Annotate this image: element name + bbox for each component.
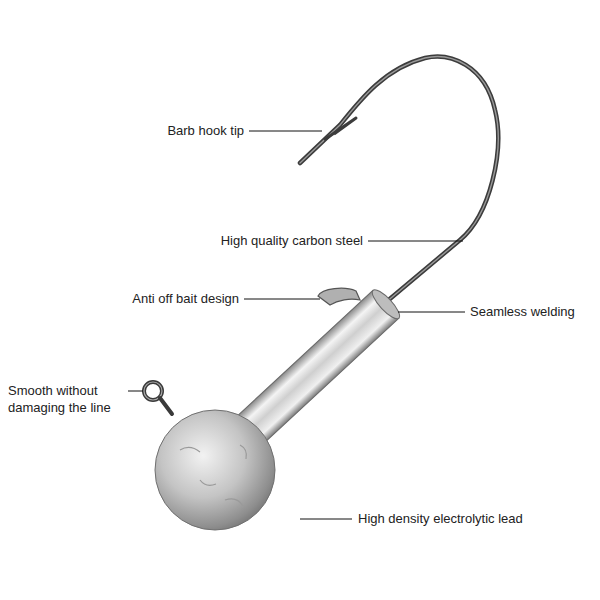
bait-keeper [318,288,360,305]
hook-highlight [300,57,498,303]
callout-label: High density electrolytic lead [358,510,523,527]
shank [235,286,403,446]
leader-line [300,519,352,520]
callout-label: Seamless welding [470,303,575,320]
lead-head [155,410,275,530]
hook-wire [300,57,498,303]
callout-label: High quality carbon steel [221,232,363,249]
leader-line [244,299,320,300]
callout-label: Anti off bait design [132,290,239,307]
callout-label: Smooth without damaging the line [8,382,133,416]
shank-tube [235,290,399,446]
leader-line [128,391,143,392]
eye-wire [160,398,172,414]
weld-collar [369,286,404,322]
leader-line [398,312,465,313]
leader-line [368,241,463,242]
hook-barb [324,118,356,140]
leader-line [249,131,322,132]
callout-label: Barb hook tip [167,122,244,139]
lead-texture [180,445,246,506]
